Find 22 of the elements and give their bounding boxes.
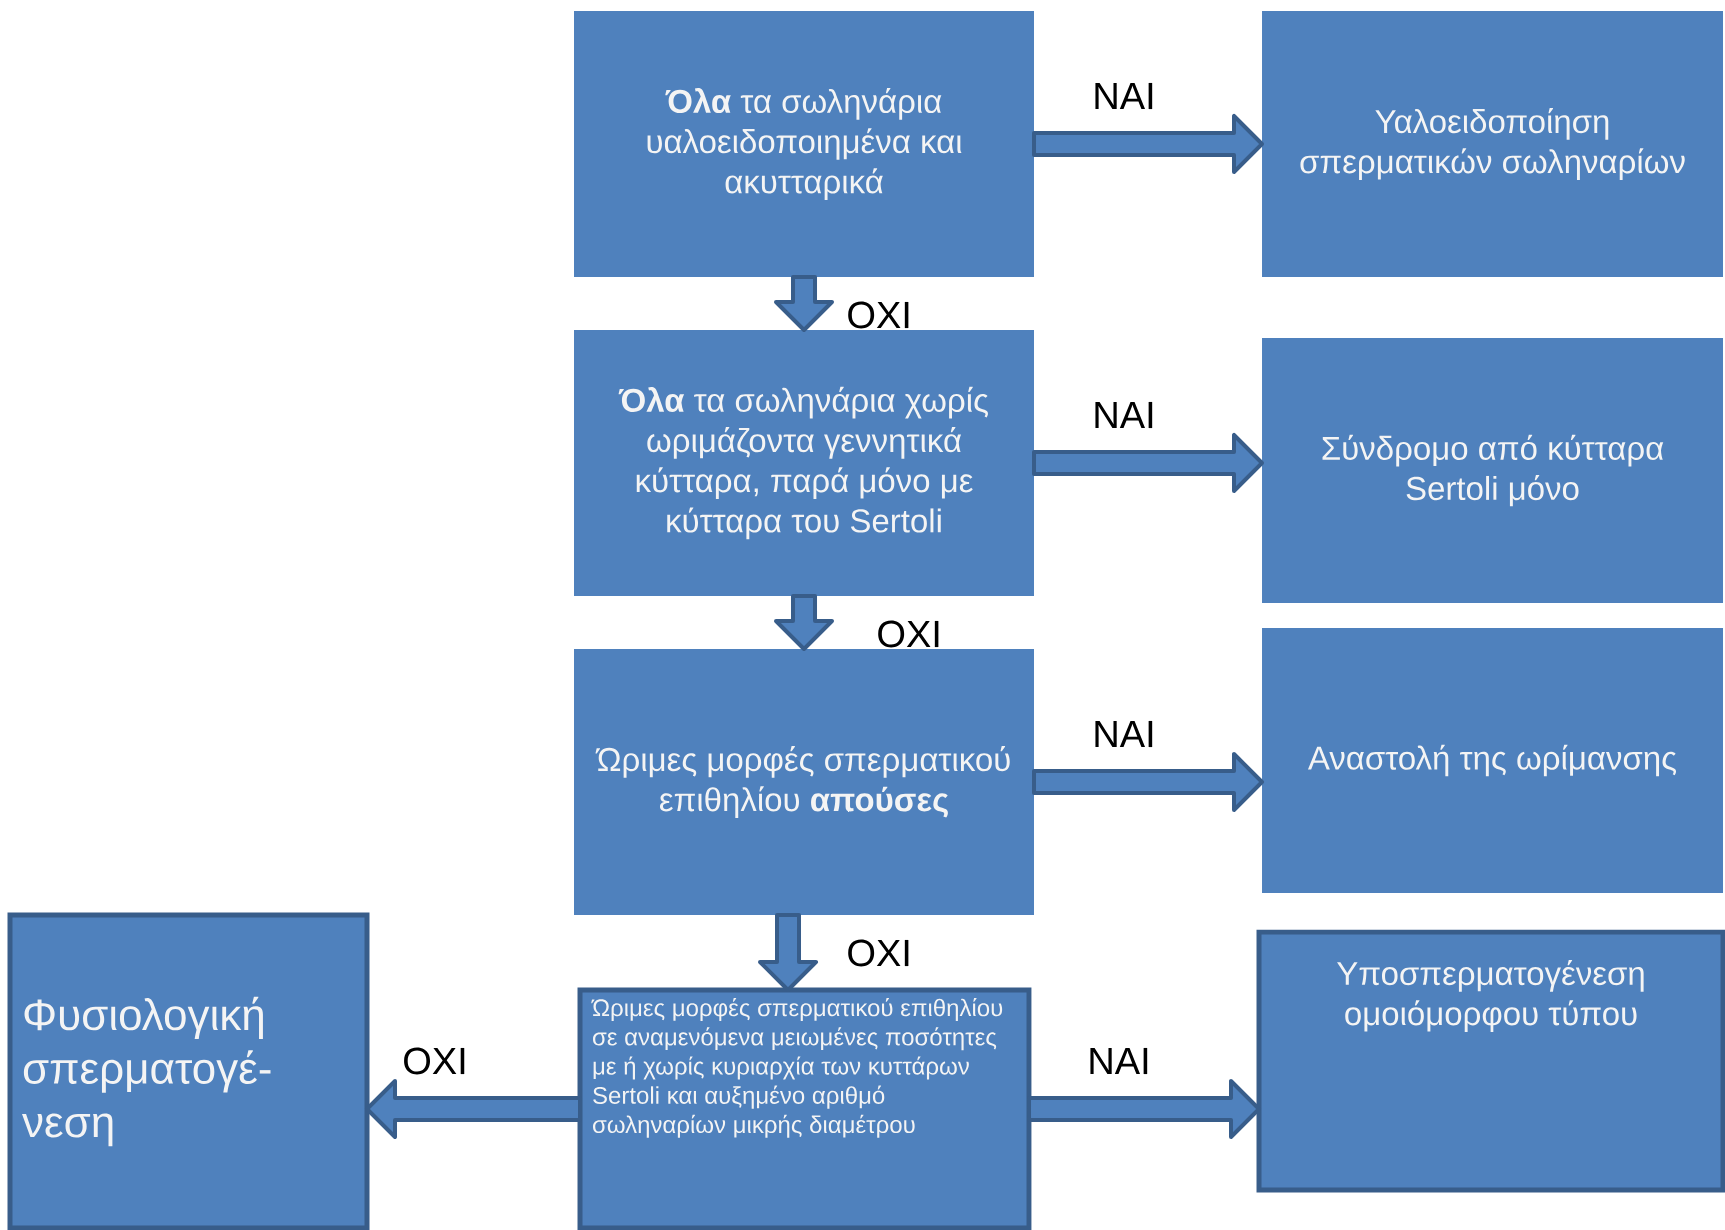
edge-label: ΟΧΙ [848, 301, 909, 329]
edge-label: ΟΧΙ [404, 1047, 465, 1075]
process-box: Όλα τα σωληνάρια υαλοειδοποιημένα και ακυτταρικά [574, 11, 1034, 277]
process-box: Ώριμες μορφές σπερματικού επιθηλίου απούσες [574, 649, 1034, 915]
block-arrow [774, 594, 834, 651]
block-arrow [1032, 114, 1264, 174]
process-box: Όλα τα σωληνάρια χωρίς ωριμάζοντα γεννητικά κύτταρα, παρά μόνο με κύτταρα του Sertoli [574, 330, 1034, 596]
edge-label: ΝΑΙ [1095, 401, 1153, 429]
edge-label: ΟΧΙ [848, 939, 909, 967]
edge-label: ΝΑΙ [1090, 1047, 1148, 1075]
edge-label: ΝΑΙ [1095, 82, 1153, 110]
block-arrow [1032, 433, 1264, 493]
process-box: Υαλοειδοποίηση σπερματικών σωληναρίων [1262, 11, 1723, 277]
process-box: Φυσιολογική σπερματογέ-νεση [7, 912, 370, 1230]
process-box: Αναστολή της ωρίμανσης [1262, 628, 1723, 893]
block-arrow [1032, 752, 1264, 812]
process-box: Σύνδρομο από κύτταρα Sertoli μόνο [1262, 338, 1723, 603]
process-box: Υποσπερματογένεση ομοιόμορφου τύπου [1256, 929, 1725, 1193]
block-arrow [774, 275, 834, 332]
edge-label: ΝΑΙ [1095, 720, 1153, 748]
process-box: Ώριμες μορφές σπερματικού επιθηλίου σε αναμενόμενα μειωμένες ποσότητες με ή χωρίς κυριαρχία των κυττάρων Sertoli και αυξημένο αριθμό σωληναρίων μικρής διαμέτρου [577, 987, 1032, 1230]
edge-label: ΟΧΙ [878, 620, 939, 648]
